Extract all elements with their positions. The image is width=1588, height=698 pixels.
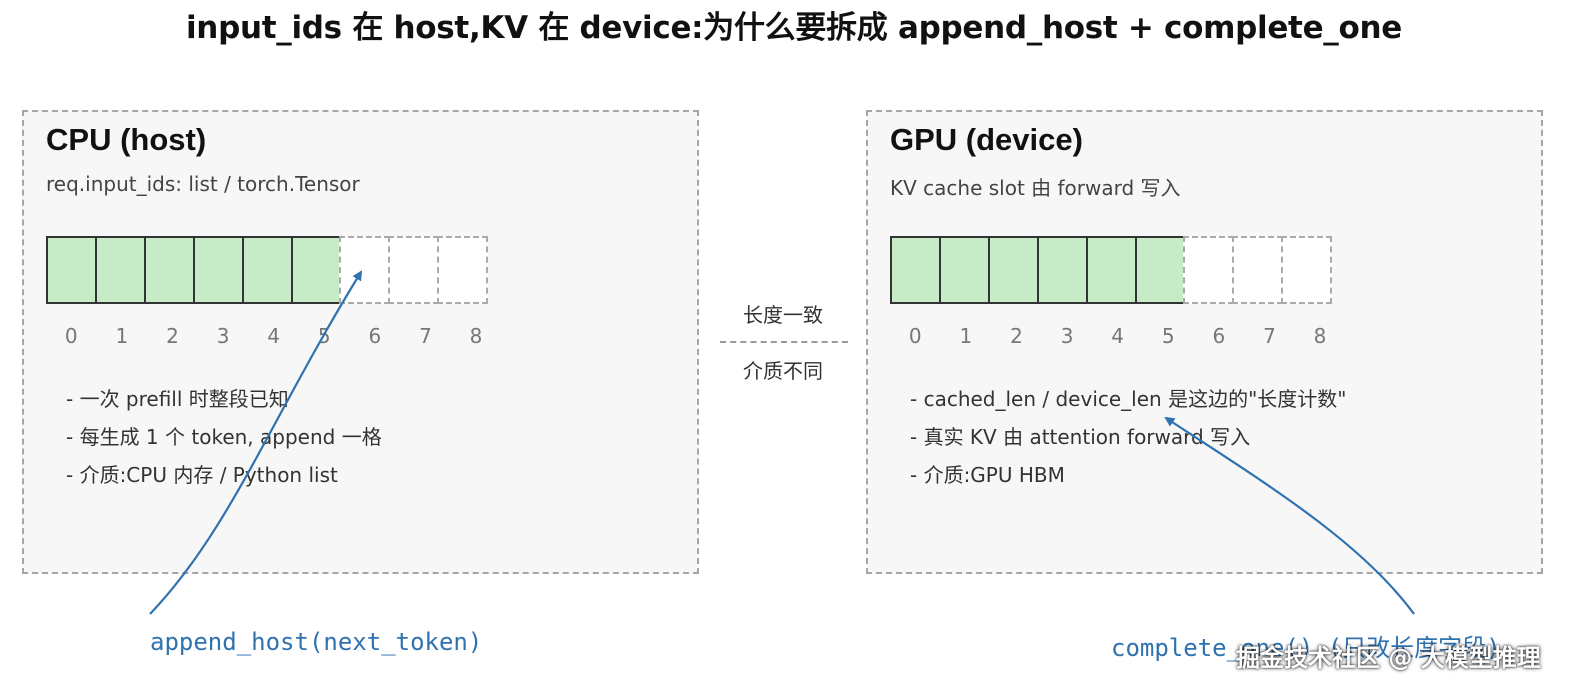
cpu-index-label: 3 — [216, 324, 230, 348]
gpu-empty-cell — [1281, 236, 1332, 304]
append-host-arrow — [149, 270, 363, 615]
append-host-caption: append_host(next_token) — [150, 628, 483, 656]
gpu-note-item: - 介质:GPU HBM — [910, 463, 1065, 487]
cpu-panel-subtitle: req.input_ids: list / torch.Tensor — [46, 172, 360, 196]
cpu-filled-cell — [193, 236, 244, 304]
page-title: input_ids 在 host,KV 在 device:为什么要拆成 appe… — [185, 10, 1402, 46]
cpu-index-label: 6 — [368, 324, 382, 348]
cpu-filled-cell — [291, 236, 342, 304]
gpu-index-label: 1 — [959, 324, 973, 348]
gpu-index-label: 6 — [1212, 324, 1226, 348]
cpu-filled-cell — [46, 236, 97, 304]
gpu-index-row: 0 1 2 3 4 5 6 7 8 — [890, 324, 1345, 348]
complete-one-arrow — [1164, 416, 1415, 615]
cpu-index-label: 0 — [64, 324, 78, 348]
gpu-filled-cell — [890, 236, 941, 304]
medium-different-label: 介质不同 — [743, 359, 823, 383]
cpu-index-label: 7 — [419, 324, 432, 348]
gpu-index-label: 0 — [908, 324, 922, 348]
gpu-empty-cell — [1232, 236, 1283, 304]
gpu-filled-cell — [988, 236, 1039, 304]
cpu-notes: - 一次 prefill 时整段已知 - 每生成 1 个 token, appen… — [66, 386, 382, 500]
cpu-index-label: 4 — [267, 324, 281, 348]
gpu-kv-cache-cells — [890, 236, 1332, 304]
cpu-empty-cell — [388, 236, 439, 304]
gpu-index-label: 3 — [1060, 324, 1074, 348]
cpu-empty-cell — [437, 236, 488, 304]
cpu-index-label: 2 — [166, 324, 179, 348]
gpu-index-label: 5 — [1161, 324, 1175, 348]
cpu-input-ids-cells — [46, 236, 488, 304]
gpu-index-label: 2 — [1010, 324, 1023, 348]
cpu-note-item: - 一次 prefill 时整段已知 — [66, 387, 289, 411]
gpu-index-label: 7 — [1263, 324, 1276, 348]
gpu-index-label: 8 — [1313, 324, 1327, 348]
gpu-note-item: - cached_len / device_len 是这边的"长度计数" — [910, 387, 1347, 411]
length-consistent-label: 长度一致 — [743, 303, 823, 327]
cpu-note-item: - 每生成 1 个 token, append 一格 — [66, 425, 382, 449]
cpu-panel-title: CPU (host) — [46, 122, 207, 157]
gpu-panel-subtitle: KV cache slot 由 forward 写入 — [890, 176, 1181, 200]
complete-one-caption: complete_one() (只改长度字段) — [1111, 634, 1501, 662]
gpu-device-panel: GPU (device) KV cache slot 由 forward 写入 … — [866, 110, 1543, 574]
gpu-empty-cell — [1183, 236, 1234, 304]
middle-divider — [720, 341, 848, 343]
cpu-index-label: 1 — [115, 324, 129, 348]
cpu-filled-cell — [242, 236, 293, 304]
cpu-host-panel: CPU (host) req.input_ids: list / torch.T… — [22, 110, 699, 574]
cpu-index-label: 8 — [469, 324, 483, 348]
cpu-note-item: - 介质:CPU 内存 / Python list — [66, 463, 338, 487]
gpu-panel-title: GPU (device) — [890, 122, 1083, 157]
watermark-text: 掘金技术社区 @ 大模型推理 — [1236, 644, 1541, 672]
gpu-index-label: 4 — [1111, 324, 1125, 348]
gpu-notes: - cached_len / device_len 是这边的"长度计数"- 真实… — [910, 386, 1346, 500]
